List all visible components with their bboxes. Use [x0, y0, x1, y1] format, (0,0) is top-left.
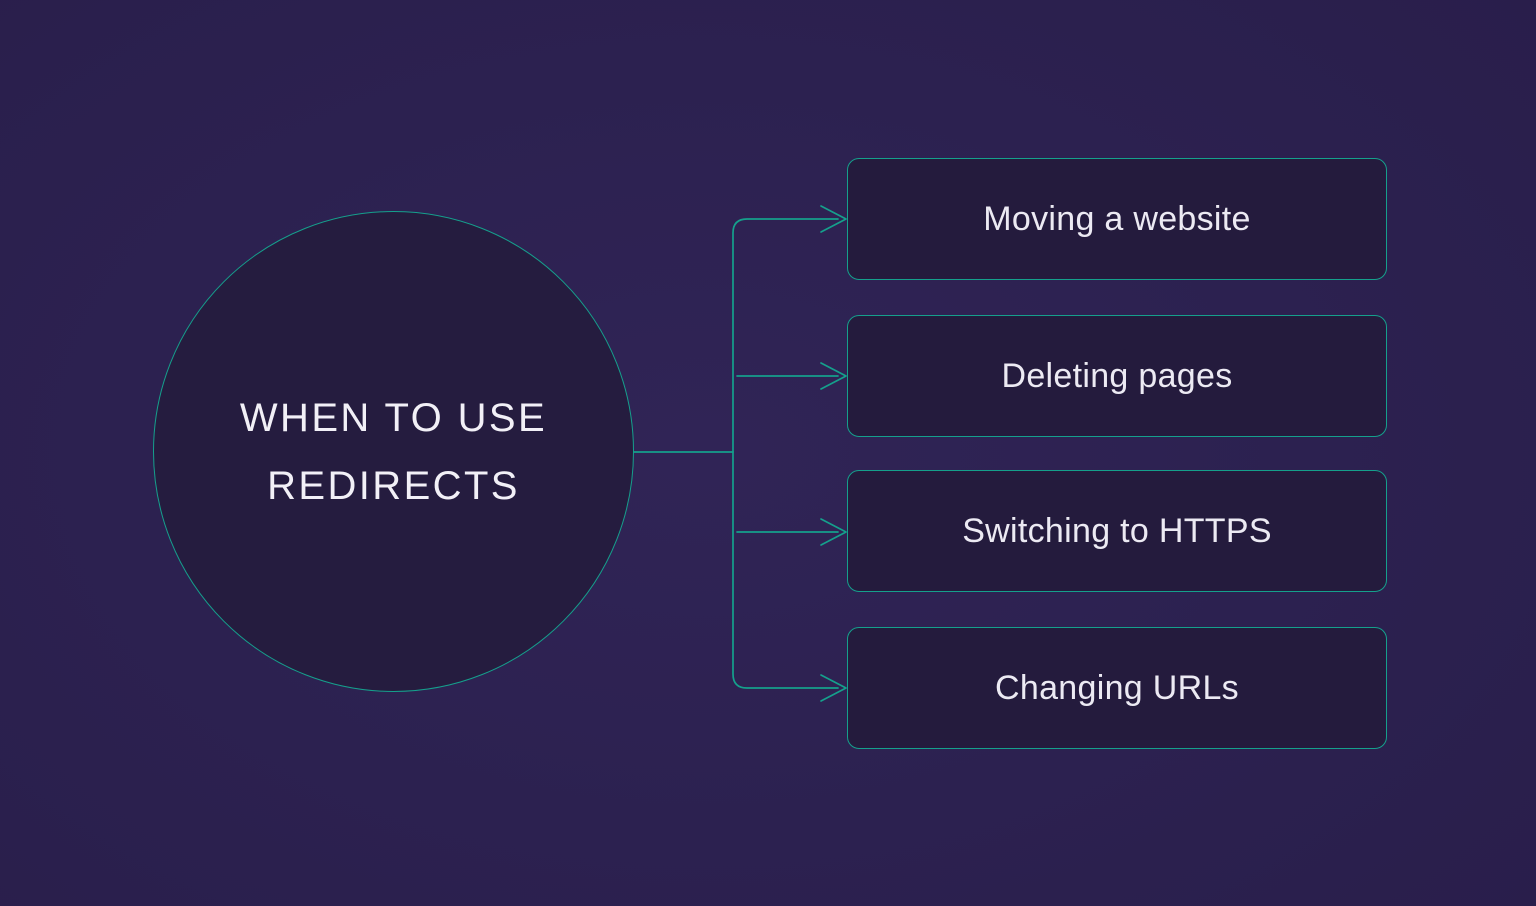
branch-node-moving-a-website[interactable]: Moving a website: [847, 158, 1387, 280]
branch-node-label: Moving a website: [983, 199, 1251, 238]
branch-node-switching-to-https[interactable]: Switching to HTTPS: [847, 470, 1387, 592]
branch-line-1: [732, 218, 839, 453]
arrowhead-icon-2: [820, 362, 847, 390]
branch-node-label: Changing URLs: [995, 668, 1239, 707]
arrowhead-icon-3: [820, 518, 847, 546]
branch-line-4: [732, 451, 839, 689]
branch-node-label: Deleting pages: [1001, 356, 1233, 395]
arrowhead-icon-4: [820, 674, 847, 702]
arrowhead-icon-1: [820, 205, 847, 233]
branch-node-label: Switching to HTTPS: [962, 511, 1272, 550]
branch-node-changing-urls[interactable]: Changing URLs: [847, 627, 1387, 749]
branch-node-deleting-pages[interactable]: Deleting pages: [847, 315, 1387, 437]
hub-node[interactable]: WHEN TO USE REDIRECTS: [153, 211, 634, 692]
hub-node-label: WHEN TO USE REDIRECTS: [239, 395, 548, 508]
